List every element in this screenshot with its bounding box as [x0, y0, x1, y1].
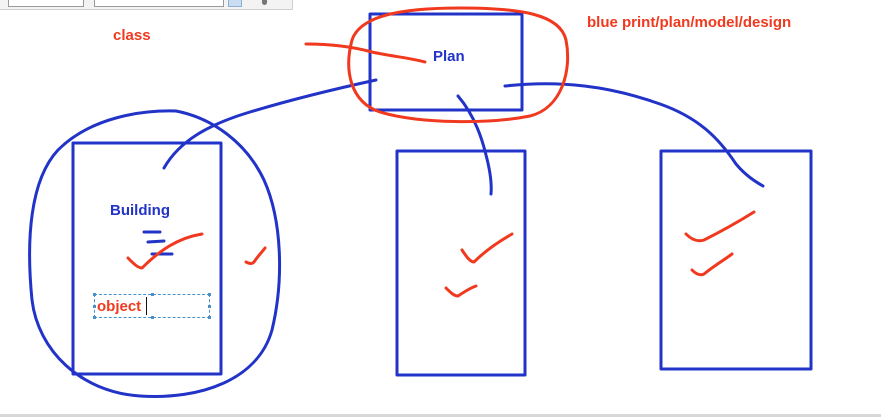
building-box — [71, 141, 223, 376]
tool-icon[interactable] — [262, 0, 267, 5]
resize-handle-mr[interactable] — [208, 305, 211, 308]
object-box-3 — [659, 149, 813, 371]
plan-arrow — [304, 42, 427, 64]
object-text-box[interactable]: object — [93, 293, 211, 319]
resize-handle-ml[interactable] — [93, 305, 96, 308]
check-mark-5 — [684, 210, 756, 243]
resize-handle-tl[interactable] — [93, 293, 96, 296]
toolbar — [0, 0, 293, 10]
resize-handle-bm[interactable] — [151, 316, 154, 319]
resize-handle-tm[interactable] — [151, 293, 154, 296]
building-label: Building — [110, 202, 170, 219]
connector-middle — [456, 94, 493, 196]
check-mark-1 — [126, 232, 204, 270]
dash-mark-2 — [146, 239, 166, 244]
plan-box — [368, 12, 524, 112]
check-mark-6 — [690, 252, 734, 277]
check-mark-3 — [460, 232, 514, 264]
blueprint-label: blue print/plan/model/design — [587, 14, 792, 31]
toolbar-field-1[interactable] — [8, 0, 84, 7]
canvas-bottom-border — [0, 414, 881, 417]
plan-label: Plan — [433, 48, 465, 65]
object-label[interactable]: object — [97, 298, 142, 315]
text-caret — [146, 297, 147, 315]
color-swatch-icon[interactable] — [228, 0, 242, 7]
connector-right — [503, 82, 765, 188]
object-box-2 — [395, 149, 527, 377]
building-circle — [28, 109, 282, 398]
check-mark-4 — [444, 284, 478, 298]
check-mark-2 — [244, 246, 267, 265]
resize-handle-br[interactable] — [208, 316, 211, 319]
connector-building — [162, 78, 378, 170]
toolbar-field-2[interactable] — [94, 0, 224, 7]
resize-handle-bl[interactable] — [93, 316, 96, 319]
plan-circle — [347, 6, 570, 124]
resize-handle-tr[interactable] — [208, 293, 211, 296]
class-label: class — [113, 27, 151, 44]
